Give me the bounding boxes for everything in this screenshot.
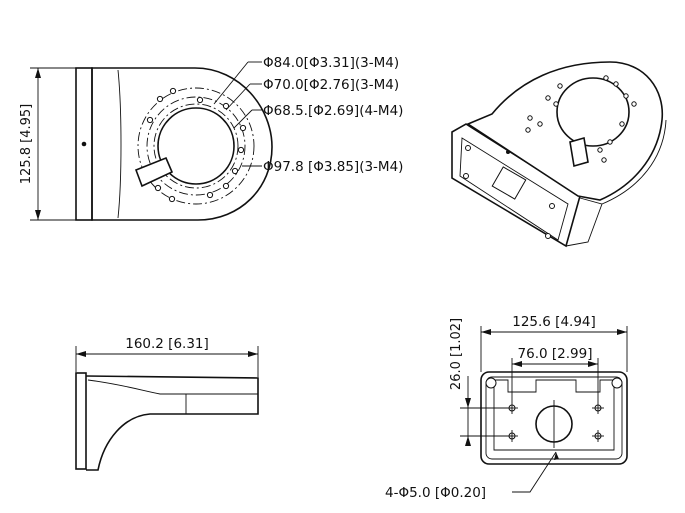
back-plate-outer [480, 371, 628, 465]
iso-cable-slot [569, 136, 589, 168]
iso-center-hole [556, 77, 630, 147]
corner-screw [485, 377, 497, 389]
label-height-back: 26.0 [1.02] [449, 318, 464, 390]
label-width-back: 125.6 [4.94] [512, 314, 596, 330]
iso-mounting-holes [525, 75, 637, 163]
center-hole [157, 107, 235, 185]
label-d84: Φ84.0[Φ3.31](3-M4) [263, 55, 399, 71]
side-view [75, 346, 259, 471]
label-holes-back: 4-Φ5.0 [Φ0.20] [385, 485, 486, 501]
label-height-top: 125.8 [4.95] [19, 104, 34, 184]
side-arm [85, 375, 259, 471]
leader-holes-back [512, 451, 557, 493]
label-hole-spacing: 76.0 [2.99] [518, 346, 593, 362]
iso-back-opening [491, 166, 527, 200]
back-view [460, 326, 628, 493]
label-width-side: 160.2 [6.31] [125, 336, 209, 352]
top-view [30, 61, 273, 221]
mounting-holes-top [146, 87, 247, 203]
isometric-view [451, 61, 667, 248]
back-plate-inner [493, 379, 615, 451]
label-d68: Φ68.5.[Φ2.69](4-M4) [263, 103, 403, 119]
cable-slot [134, 156, 174, 188]
arm-crease [117, 69, 122, 219]
ring-97 [137, 87, 255, 205]
ring-70 [153, 103, 239, 189]
iso-arm [466, 61, 664, 201]
label-d70: Φ70.0[Φ2.76](3-M4) [263, 77, 399, 93]
ring-84 [146, 96, 246, 196]
screw-dot [81, 141, 87, 147]
label-d97: Φ97.8 [Φ3.85](3-M4) [263, 159, 403, 175]
side-wall-plate [75, 372, 87, 470]
arm-outline-top [91, 67, 273, 221]
